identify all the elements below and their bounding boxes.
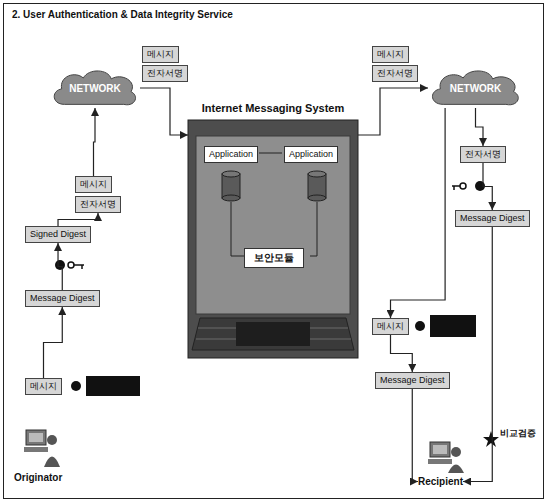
hash-dot [71,381,81,391]
flow-arrow [58,213,98,226]
node-text: NETWORK [450,83,502,94]
node-text: 보안모듈 [254,252,294,264]
signature-box: 전자서명 [75,196,121,213]
message-box: 메시지 [25,378,62,395]
flow-arrow [412,389,418,482]
platform [192,318,354,350]
key-symbol [68,262,84,269]
node-text: NETWORK [69,83,121,94]
node-text: 전자서명 [147,68,183,79]
flow-arrow [463,227,492,482]
flow-arrow [391,108,446,318]
digest-box: Message Digest [455,210,530,227]
message-box: 메시지 [75,176,112,193]
flow-arrow [140,88,188,135]
node-text: Application [209,149,253,160]
flow-arrow [476,108,484,146]
link-line [259,153,282,154]
digest-box: Message Digest [25,290,100,307]
node-text: 메시지 [377,321,404,332]
key-symbol [452,183,466,190]
system-heading: Internet Messaging System [168,102,378,114]
signature-box: 전자서명 [460,146,506,163]
system-body [188,120,358,358]
node-text: 전자서명 [377,68,413,79]
node-text: Message Digest [30,293,95,304]
node-text: 메시지 [147,49,174,60]
platform-block [236,322,310,346]
node-text: Message Digest [380,375,445,386]
message-box: 메시지 [372,46,409,63]
link-line [310,202,317,256]
node-text: 전자서명 [465,149,501,160]
black-box [86,376,140,396]
application-box: Application [204,146,258,163]
link-line [231,202,244,256]
node-text: Message Digest [460,213,525,224]
flow-arrow [58,243,62,290]
flow-arrow [391,335,413,372]
signature-box: 전자서명 [372,65,418,82]
note-label: 비교검증 [499,427,537,440]
actor-label: Recipient [418,476,463,487]
node-text: Signed Digest [30,229,86,240]
node-text: 메시지 [80,179,107,190]
flow-arrow [358,88,428,135]
system-panel [196,136,350,314]
node-text: 메시지 [30,381,57,392]
digest-box: Message Digest [375,372,450,389]
network-cloud: NETWORK [428,68,523,108]
system-box: Internet Messaging SystemApplicationAppl… [188,120,358,358]
node-text: 전자서명 [80,199,116,210]
hash-dot [415,321,425,331]
frame [4,4,544,499]
diagram-title: 2. User Authentication & Data Integrity … [12,9,233,20]
black-box [430,315,476,337]
message-box: 메시지 [142,46,179,63]
recipient-icon [428,442,464,473]
security-module-box: 보안모듈 [244,248,304,268]
node-text: Originator [14,472,62,483]
digest-box: Signed Digest [25,226,91,243]
sign-dot [55,260,65,270]
node-text: Recipient [418,476,463,487]
flow-arrow [44,307,63,378]
node-text: Application [289,149,333,160]
actor-label: Originator [14,472,62,483]
message-box: 메시지 [372,318,409,335]
compare-star [483,431,499,447]
signature-box: 전자서명 [142,65,188,82]
originator-icon [24,430,60,467]
database-symbol [222,171,240,201]
database-symbol [308,171,326,201]
node-text: 메시지 [377,49,404,60]
application-box: Application [284,146,338,163]
flow-arrow [483,163,492,210]
network-cloud: NETWORK [50,68,140,108]
flow-arrow [94,108,96,176]
